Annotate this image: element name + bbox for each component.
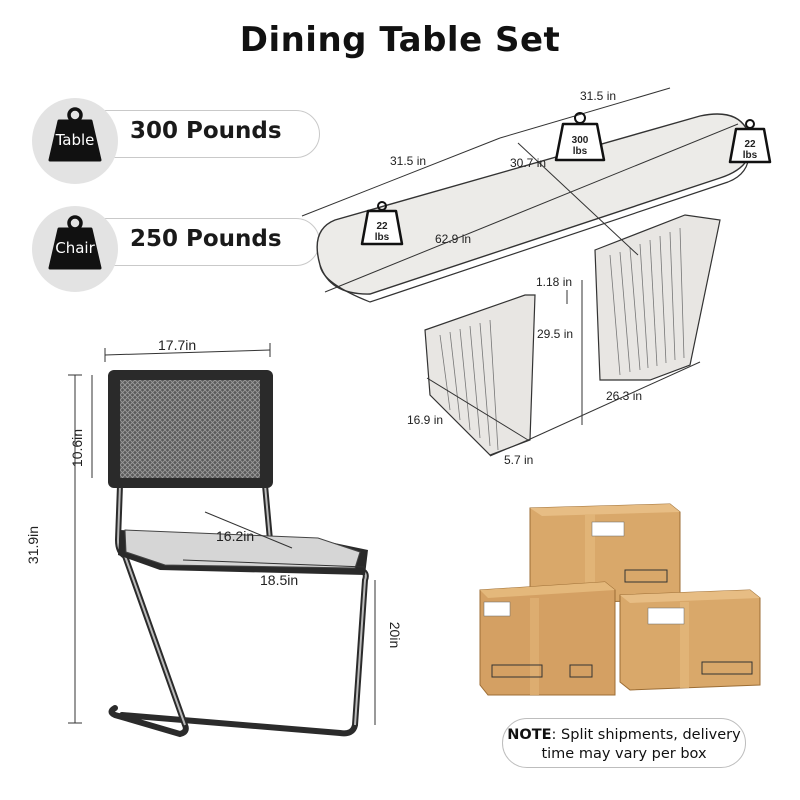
box-icon [479,581,616,696]
chair-seat-cushion [124,529,361,569]
chair-illustration: 17.7in 10.6in 31.9in 16.2in 18.5in 20in [25,337,403,738]
table-illustration: 300 lbs 22 lbs 22 lbs 31.5 in 31.5 in 30… [301,87,772,467]
dim-seat-height: 20in [387,622,403,648]
weight-icon [48,215,102,270]
shipping-note: NOTE: Split shipments, delivery time may… [502,718,746,768]
weight-icon [48,107,102,162]
dim-length: 62.9 in [435,232,471,246]
right-weight-marker [728,119,772,164]
chair-backrest-cane [120,380,260,478]
center-weight-marker [554,112,606,162]
box-icon [619,589,761,691]
dimension-lines [301,87,739,457]
center-load-unit: lbs [573,146,588,157]
table-load-badge: Table 300 Pounds [32,98,320,184]
dim-base-length: 26.3 in [606,389,642,403]
table-top [316,113,752,295]
dim-seat-depth: 16.2in [216,528,254,544]
note-label: NOTE [507,727,552,743]
chair-label: Chair [55,239,95,257]
left-load-number: 22 [376,221,388,232]
page-title: Dining Table Set [239,20,561,60]
table-leg-left [424,294,536,456]
note-text: : Split shipments, delivery time may var… [541,727,741,762]
box-icon [529,503,681,604]
left-load-unit: lbs [375,232,390,243]
chair-frame-highlight [116,484,367,726]
dim-side-width: 31.5 in [390,154,426,168]
shipping-boxes [479,503,761,696]
dim-inner-width: 30.7 in [510,156,546,170]
chair-load-badge: Chair 250 Pounds [32,206,320,292]
right-load-number: 22 [744,139,756,150]
dim-top-thickness: 1.18 in [536,275,572,289]
table-label: Table [55,131,95,149]
dim-seat-width: 18.5in [260,572,298,588]
table-load-value: 300 Pounds [130,118,282,144]
chair-dimension-lines [68,343,376,725]
chair-frame [108,482,369,738]
chair-load-value: 250 Pounds [130,226,282,252]
dim-total-height: 31.9in [25,526,41,564]
dim-base-depth: 16.9 in [407,413,443,427]
dim-back-height: 10.6in [69,429,85,467]
dim-back-width: 17.7in [158,337,196,353]
right-load-unit: lbs [743,150,758,161]
dim-top-width: 31.5 in [580,89,616,103]
table-leg-right [594,214,721,381]
dim-base-thickness: 5.7 in [504,453,533,467]
left-weight-marker [360,201,404,246]
center-load-number: 300 [572,135,589,146]
dim-leg-height: 29.5 in [537,327,573,341]
